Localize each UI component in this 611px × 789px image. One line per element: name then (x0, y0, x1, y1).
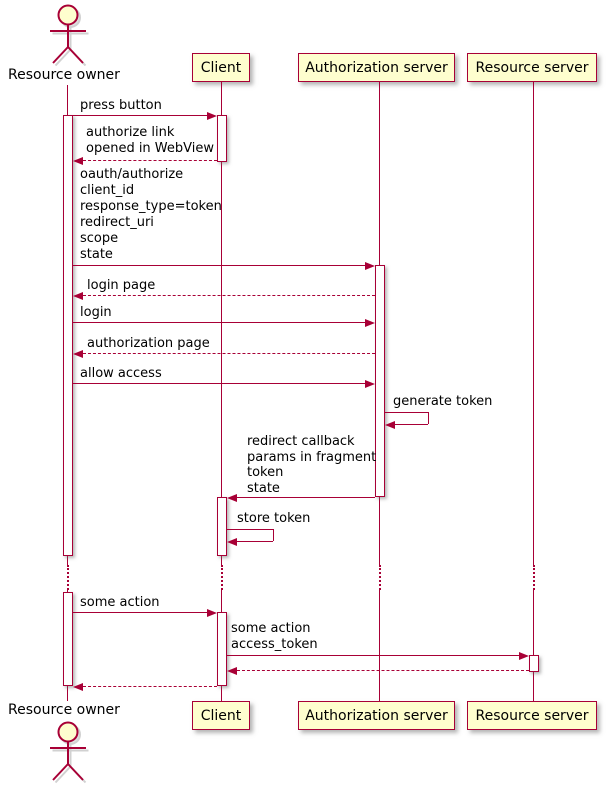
lifeline-auth-server (379, 590, 380, 701)
arrow-redirect-callback (237, 497, 375, 498)
arrow-api-return (237, 670, 529, 671)
lifeline-resource-server (533, 590, 534, 701)
actor-figure-top (50, 4, 89, 66)
participant-client-top: Client (192, 53, 250, 82)
participant-auth-server-bottom: Authorization server (298, 701, 455, 730)
arrowhead (227, 494, 237, 502)
arrowhead (207, 609, 217, 617)
lifeline-resource-server-delay (533, 565, 535, 590)
message-label-login: login (80, 305, 112, 320)
arrow-allow-access (73, 383, 365, 384)
activation-auth-server (375, 265, 385, 497)
message-label-authorize-link: authorize link opened in WebView (86, 125, 215, 156)
participant-resource-server-bottom: Resource server (467, 701, 597, 730)
actor-label-top: Resource owner (8, 67, 120, 83)
participant-client-bottom: Client (192, 701, 250, 730)
lifeline-client-delay (221, 565, 223, 590)
arrow-store-token-side (273, 529, 274, 541)
activation-client-3 (217, 612, 227, 686)
participant-label: Resource server (475, 707, 589, 724)
arrow-press-button (73, 115, 207, 116)
activation-resource-owner-1 (63, 115, 73, 556)
arrowhead (385, 421, 395, 429)
arrow-api-call (227, 655, 519, 656)
arrow-authorize-link (83, 160, 217, 161)
arrow-generate-token-top (385, 412, 428, 413)
arrowhead (73, 292, 83, 300)
participant-auth-server-top: Authorization server (298, 53, 455, 82)
arrow-final-return (83, 686, 217, 687)
message-label-login-page: login page (87, 278, 156, 293)
activation-resource-owner-2 (63, 592, 73, 686)
actor-figure-bottom (50, 721, 89, 784)
arrowhead (73, 350, 83, 358)
arrow-store-token-bottom (237, 541, 273, 542)
participant-label: Authorization server (305, 707, 448, 724)
arrowhead (207, 112, 217, 120)
arrowhead (227, 667, 237, 675)
arrow-generate-token-bottom (395, 424, 428, 425)
arrow-authorization-page (83, 353, 375, 354)
message-label-redirect-callback: redirect callback params in fragment tok… (247, 434, 377, 496)
participant-label: Authorization server (305, 59, 448, 76)
arrowhead (365, 380, 375, 388)
arrowhead (519, 652, 529, 660)
arrowhead (73, 683, 83, 691)
activation-resource-server (529, 655, 539, 672)
arrowhead (227, 538, 237, 546)
message-label-press-button: press button (80, 98, 162, 113)
arrow-some-action (73, 612, 207, 613)
lifeline-resource-server (533, 82, 534, 565)
participant-resource-server-top: Resource server (467, 53, 597, 82)
message-label-generate-token: generate token (393, 394, 493, 409)
activation-client-1 (217, 115, 227, 162)
actor-label-bottom: Resource owner (8, 702, 120, 718)
arrow-login (73, 322, 365, 323)
message-label-allow-access: allow access (80, 366, 162, 381)
message-label-some-action: some action (80, 595, 160, 610)
activation-client-2 (217, 497, 227, 556)
message-label-api-call: some action access_token (231, 621, 318, 652)
lifeline-auth-server-delay (379, 565, 381, 590)
arrow-oauth-request (73, 265, 365, 266)
arrow-generate-token-side (428, 412, 429, 424)
arrowhead (73, 157, 83, 165)
arrow-store-token-top (227, 529, 273, 530)
message-label-authorization-page: authorization page (87, 336, 210, 351)
participant-label: Resource server (475, 59, 589, 76)
arrowhead (365, 262, 375, 270)
arrow-login-page (83, 295, 375, 296)
participant-label: Client (200, 59, 242, 76)
participant-label: Client (200, 707, 242, 724)
message-label-store-token: store token (237, 511, 311, 526)
lifeline-client (221, 82, 222, 565)
message-label-oauth-request: oauth/authorize client_id response_type=… (80, 167, 222, 262)
lifeline-resource-owner-delay (67, 565, 69, 590)
arrowhead (365, 319, 375, 327)
